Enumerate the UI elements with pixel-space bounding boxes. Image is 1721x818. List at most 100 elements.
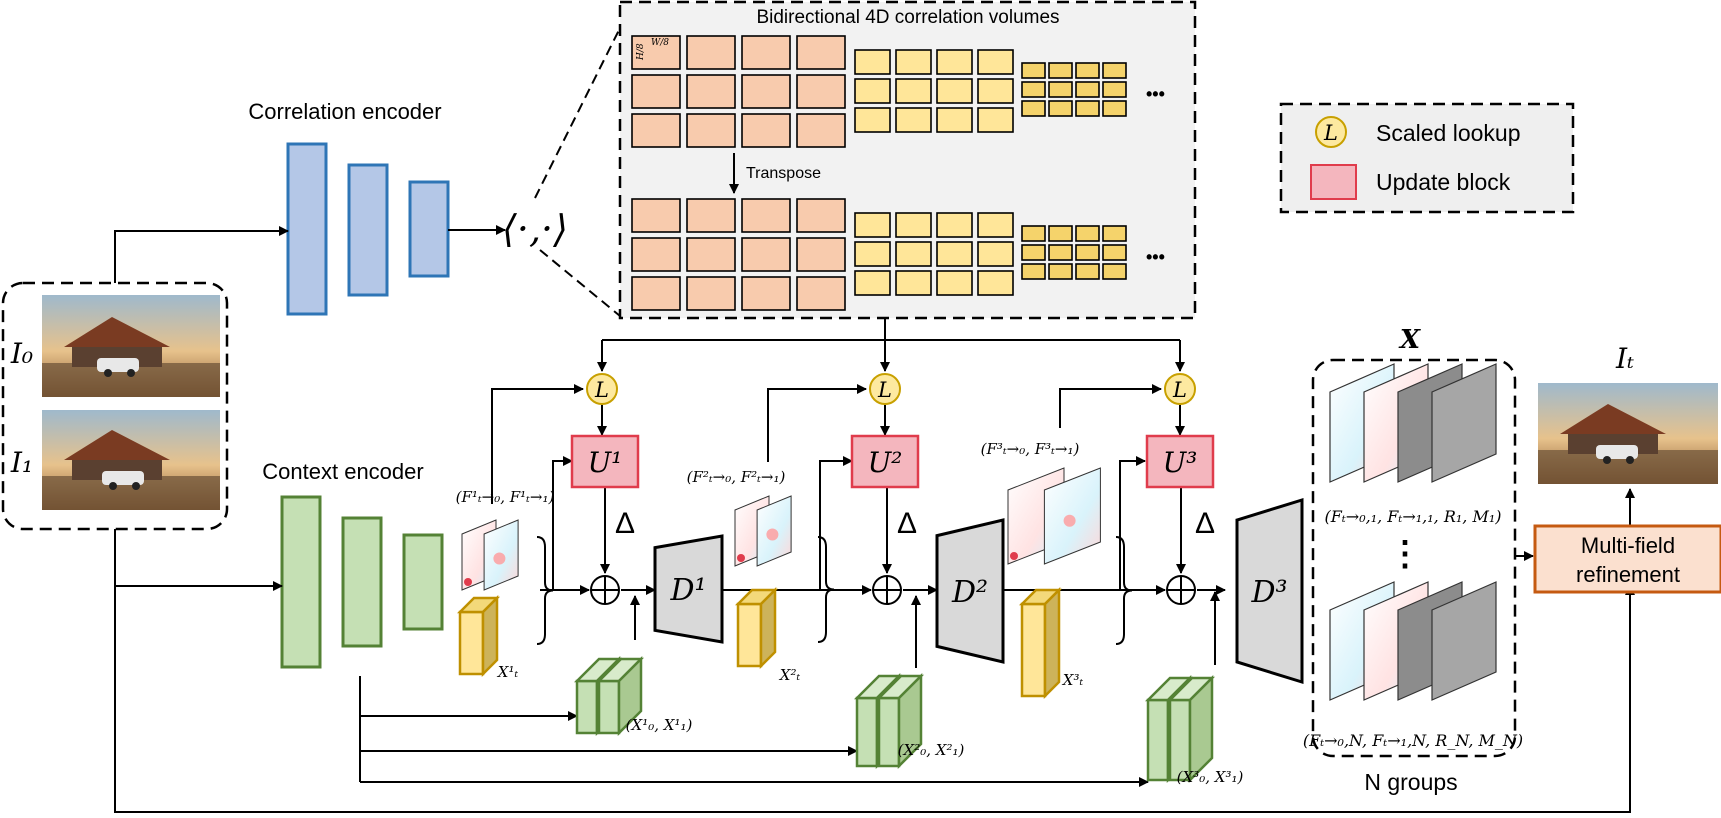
group-mask xyxy=(1431,363,1497,483)
volume-cell-large xyxy=(741,276,791,311)
input-label-i0: I₀ xyxy=(10,337,33,370)
x-feature-side xyxy=(481,594,499,678)
input-image-i0 xyxy=(42,295,220,397)
output-group-panel: X (Fₜ→₀,₁, Fₜ→₁,₁, R₁, M₁) ⋮ (Fₜ→₀,N, Fₜ… xyxy=(1303,325,1523,795)
volume-cell-small xyxy=(1021,244,1046,261)
brace xyxy=(536,536,554,645)
correlation-operator: ⟨·,·⟩ xyxy=(502,207,568,251)
volume-cell-medium xyxy=(895,49,932,75)
update-block xyxy=(850,434,920,489)
context-feature-front xyxy=(855,696,879,768)
context-feature-side xyxy=(617,655,643,737)
input-frames: I₀ I₁ xyxy=(1,281,229,531)
volume-cell-medium xyxy=(895,212,932,238)
multi-field-refinement: Multi-field refinement xyxy=(1533,524,1721,594)
volume-cell-medium xyxy=(854,212,891,238)
group-vdots: ⋮ xyxy=(1388,535,1422,573)
lookup-symbol: L xyxy=(1172,378,1187,402)
volume-cell-large xyxy=(631,35,681,70)
volume-cell-small xyxy=(1102,263,1127,280)
x-feature-label: X³ₜ xyxy=(1062,671,1084,689)
volume-cell-small xyxy=(1048,81,1073,98)
update-block-label: U² xyxy=(868,446,903,479)
volume-cell-small xyxy=(1048,244,1073,261)
volume-cell-large xyxy=(741,237,791,272)
volume-cell-small xyxy=(1048,225,1073,242)
volume-cell-medium xyxy=(936,107,973,133)
context-encoder-label: Context encoder xyxy=(262,459,423,484)
x-feature-side xyxy=(1043,586,1061,700)
volume-cell-large xyxy=(796,198,846,233)
volume-cell-medium xyxy=(895,241,932,267)
context-feature-front xyxy=(575,679,599,735)
volume-cell-small xyxy=(1021,81,1046,98)
input-label-i1: I₁ xyxy=(10,446,33,479)
context-feature-front xyxy=(597,679,621,735)
decoder-block xyxy=(1235,497,1304,685)
lookup-symbol: L xyxy=(877,378,892,402)
volume-cell-small xyxy=(1102,81,1127,98)
volume-cell-large xyxy=(796,276,846,311)
volume-cell-small xyxy=(1102,62,1127,79)
volume-cell-small xyxy=(1021,100,1046,117)
ctx-encoder-block-2 xyxy=(341,516,383,648)
flow-mark xyxy=(493,552,506,565)
update-block xyxy=(570,434,640,489)
corr-encoder-block-1 xyxy=(286,142,328,316)
flow-mark xyxy=(1010,552,1018,560)
flow-label: (F¹ₜ→₀, F¹ₜ→₁) xyxy=(456,488,555,506)
volume-cell-large xyxy=(796,113,846,148)
brace xyxy=(1115,536,1133,645)
volume-cell-small xyxy=(1048,100,1073,117)
volume-cell-large xyxy=(741,113,791,148)
volume-cell-small xyxy=(1075,263,1100,280)
volume-cell-large xyxy=(741,35,791,70)
volume-cell-medium xyxy=(936,241,973,267)
update-block-label: U³ xyxy=(1163,446,1198,479)
decoder-block xyxy=(653,534,724,644)
volume-cell-medium xyxy=(936,78,973,104)
volume-cell-medium xyxy=(854,49,891,75)
legend: L Scaled lookup Update block xyxy=(1279,102,1575,214)
brace xyxy=(817,536,835,643)
volume-cell-small xyxy=(1075,81,1100,98)
volume-cell-small xyxy=(1021,225,1046,242)
lookup-legend-icon xyxy=(1315,116,1347,148)
lookup-symbol: L xyxy=(594,378,609,402)
volume-cell-medium xyxy=(854,78,891,104)
volume-cell-small xyxy=(1048,62,1073,79)
volume-cell-large xyxy=(796,35,846,70)
volume-cell-large xyxy=(686,276,736,311)
correlation-encoder-label: Correlation encoder xyxy=(248,99,441,124)
output-group-title: X xyxy=(1398,325,1422,355)
volume-cell-large xyxy=(631,74,681,109)
ctx-encoder-block-1 xyxy=(280,495,322,669)
lookup-legend-label: Scaled lookup xyxy=(1376,120,1521,146)
x-feature-front xyxy=(1020,602,1047,698)
lookup-icon xyxy=(1164,373,1196,405)
volume-cell-medium xyxy=(854,107,891,133)
context-feature-side xyxy=(1188,674,1214,784)
volume-cell-medium xyxy=(936,212,973,238)
volume-cell-large xyxy=(686,237,736,272)
correlation-volumes-panel: Bidirectional 4D correlation volumes H/8… xyxy=(618,0,1197,320)
volume-cell-small xyxy=(1102,100,1127,117)
volume-cell-small xyxy=(1075,225,1100,242)
ctx-encoder-block-3 xyxy=(402,533,444,631)
x-feature-front xyxy=(458,610,485,676)
update-block-label: U¹ xyxy=(588,446,623,479)
groupN-label: (Fₜ→₀,N, Fₜ→₁,N, R_N, M_N) xyxy=(1303,731,1523,750)
flow-label: (F³ₜ→₀, F³ₜ→₁) xyxy=(981,440,1080,458)
volume-cell-medium xyxy=(854,241,891,267)
decoder-label: D² xyxy=(951,575,988,610)
context-feature-front xyxy=(1146,698,1170,782)
volume-cell-medium xyxy=(936,49,973,75)
refinement-label-2: refinement xyxy=(1576,562,1680,587)
delta-symbol: Δ xyxy=(1195,507,1215,540)
volume-cell-medium xyxy=(895,270,932,296)
volume-cell-large xyxy=(741,198,791,233)
group-stacks xyxy=(1329,363,1497,701)
context-encoder: Context encoder xyxy=(262,459,444,669)
volume-cell-small xyxy=(1102,244,1127,261)
